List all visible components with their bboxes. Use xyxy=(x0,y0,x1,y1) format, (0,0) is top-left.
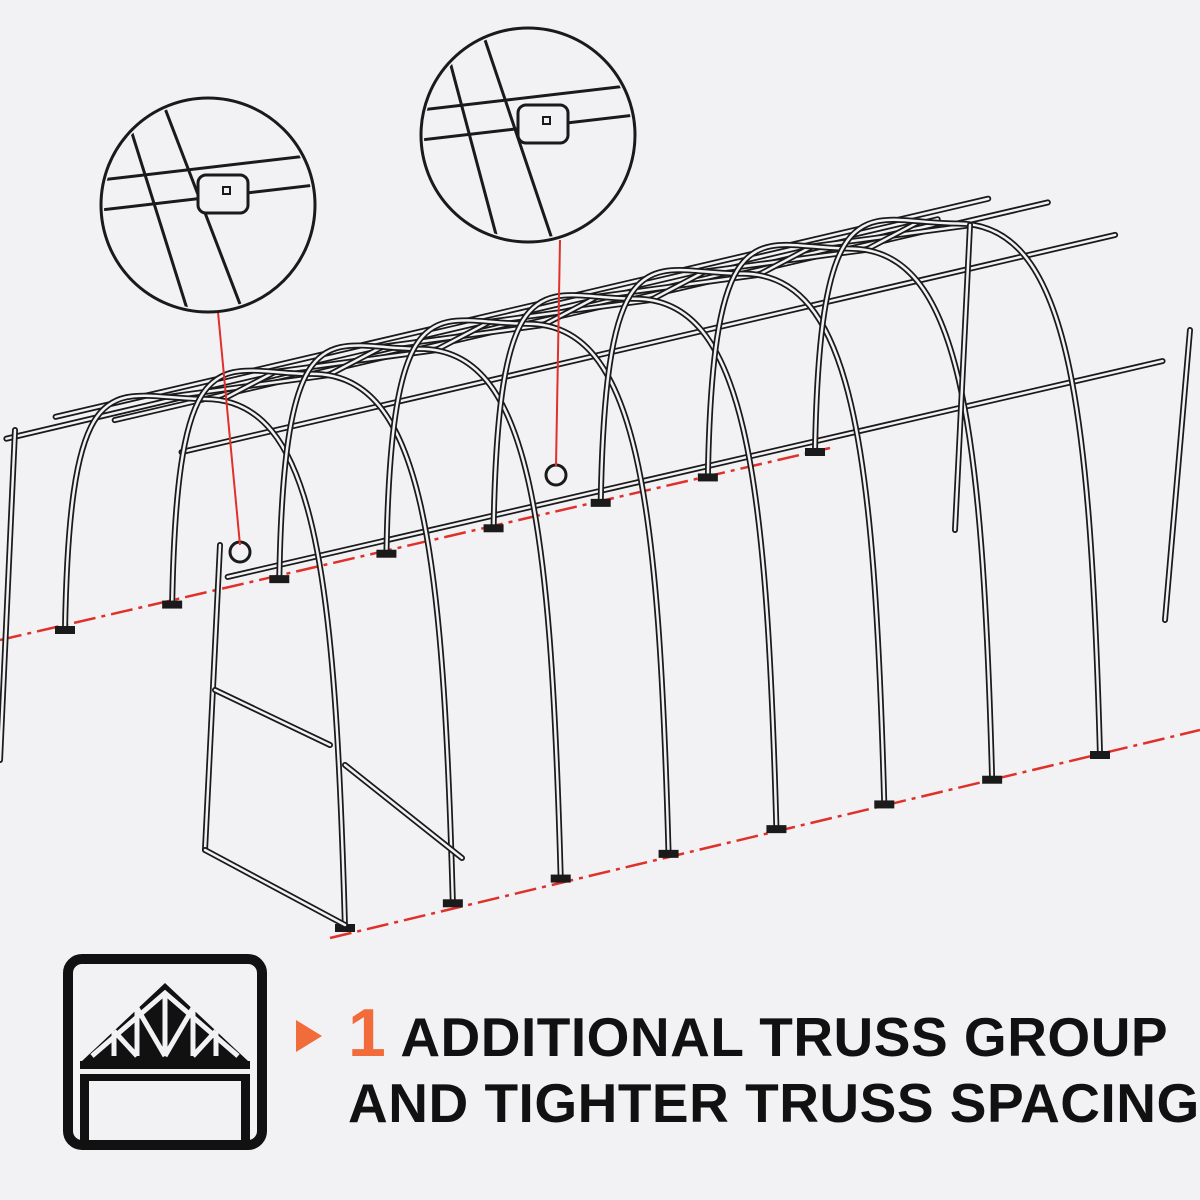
caption-number: 1 xyxy=(348,995,387,1071)
base-plate xyxy=(376,549,397,558)
truss-arch-6 xyxy=(704,241,996,783)
triangle-right-icon xyxy=(296,1020,322,1052)
truss-arch-5-inner xyxy=(599,268,886,806)
base-plate xyxy=(805,448,825,456)
callout-line-2 xyxy=(555,239,561,467)
callout-line-1 xyxy=(217,311,241,546)
truss-arch-7-inner xyxy=(813,218,1102,757)
brace-inner xyxy=(757,245,814,277)
truss-arch-4-inner xyxy=(492,293,778,831)
truss-arch-3-inner xyxy=(385,319,670,856)
truss-arch-4 xyxy=(490,292,780,833)
base-plate xyxy=(874,800,895,809)
base-plate xyxy=(697,473,718,482)
connector-marker xyxy=(544,463,568,487)
gable-base-rail-inner xyxy=(203,848,347,927)
base-plate xyxy=(55,626,75,634)
purlin-3-inner xyxy=(180,233,1117,454)
base-plate xyxy=(269,575,290,584)
caption-text-1: ADDITIONAL TRUSS GROUP xyxy=(400,1006,1169,1068)
truss-arch-6-inner xyxy=(706,243,994,781)
base-plate xyxy=(590,498,611,507)
interior-post-inner xyxy=(953,223,972,532)
tent-frame-diagram xyxy=(0,26,1200,940)
brace-inner xyxy=(864,220,922,252)
brace-inner xyxy=(327,345,384,377)
purlin-4-inner xyxy=(226,359,1164,579)
base-plate xyxy=(766,825,787,834)
truss-arch-1-inner xyxy=(170,369,455,905)
truss-arch-2-inner xyxy=(278,344,562,880)
base-plate xyxy=(658,849,679,858)
foundation-guide-line-back xyxy=(0,446,831,642)
truss-roof-icon xyxy=(63,954,267,1150)
base-plate xyxy=(1090,751,1110,759)
caption-text-2: AND TIGHTER TRUSS SPACING xyxy=(348,1072,1200,1134)
base-plate xyxy=(982,775,1003,784)
brace-inner xyxy=(219,370,277,402)
base-plate xyxy=(442,899,463,908)
foundation-guide-line-front xyxy=(329,728,1200,940)
base-plate xyxy=(162,600,183,609)
gable-post-left-inner xyxy=(203,543,222,852)
brace-inner xyxy=(542,295,599,327)
brace-inner xyxy=(434,320,492,352)
gable-strut-inner xyxy=(213,688,332,747)
brace-inner xyxy=(649,270,707,302)
gable-post-right-inner xyxy=(1163,328,1192,622)
truss-arch-2 xyxy=(276,342,564,882)
detail-magnifier-right-detail xyxy=(424,31,632,239)
base-plate xyxy=(483,524,504,533)
truss-arch-3 xyxy=(383,317,672,857)
truss-arch-5 xyxy=(597,267,888,808)
truss-arch-0-inner xyxy=(63,394,347,930)
gable-strut-2-inner xyxy=(343,763,464,860)
gable-post-far-inner xyxy=(0,428,17,762)
base-plate xyxy=(550,874,571,883)
